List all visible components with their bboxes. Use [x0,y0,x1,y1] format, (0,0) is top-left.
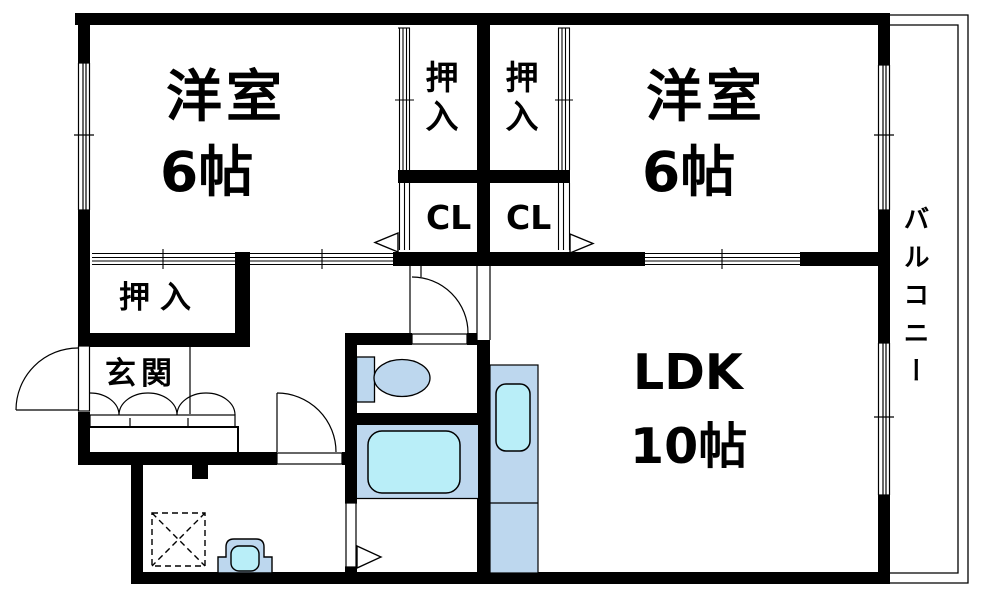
cl-right-label: CL [506,198,552,237]
cl-left-opening [398,183,411,250]
wall-right-lower [878,495,890,584]
entrance-door [15,345,91,412]
wall-closet-divider [477,25,490,263]
door-threshold [276,452,343,465]
wall-cl-bottom [393,252,645,266]
wall-oshiire-cl-divider [398,170,570,183]
bedroom1-size-label: 6帖 [160,140,254,204]
sliding-door-bedroom1-hall [250,249,393,269]
wall-bath-divider [357,413,478,425]
fixtures [151,356,539,574]
oshiire-side-label: 押入 [119,280,201,316]
door-swing-arc [15,347,79,411]
bedroom1-name-label: 洋室 [166,65,286,130]
wall-top [75,13,890,25]
wall-toilet-west-lower [345,567,357,583]
sliding-door-oshiire-top-left [395,27,414,170]
shoe-cabinet-icon [87,392,239,456]
wall-oshiire-bottom [78,333,250,347]
sliding-door-oshiire-top-right [555,27,573,170]
balcony-railing-outer [890,14,969,584]
washbasin-icon [217,538,273,574]
walls [75,13,890,584]
ldk-name-label: LDK [633,344,743,401]
hinged-doors [15,264,491,570]
wall-right-upper [878,13,890,65]
wall-kitchen [477,340,490,573]
bathtub-icon [357,425,478,500]
washroom-door [276,392,343,465]
balcony-label: バルコニー [899,205,929,395]
sliding-door-oshiire-side [92,249,235,269]
cl-right-opening [557,183,571,250]
oshiire-top-right-label: 押入 [500,60,539,138]
wall-left-upper [78,25,90,63]
door-direction-triangle [356,544,383,570]
cl-right-triangle [569,232,595,255]
bathroom-folding-door [345,502,383,570]
wall-toilet-north-b [467,333,477,345]
window-ldk-east [874,342,894,496]
wall-washroom-west [131,462,143,583]
wall-oshiire-east [235,252,250,347]
ldk-size-label: 10帖 [630,418,748,475]
balcony-railing [890,14,969,584]
wall-bottom [131,572,890,584]
door-threshold [411,333,468,345]
wall-left-mid [78,210,90,345]
sliding-door-bedroom2-ldk [645,249,800,269]
wall-genkan-south [78,452,277,465]
wall-toilet-north-a [345,333,412,345]
cl-direction-markers [373,231,595,255]
window-bedroom1-west [74,62,94,211]
cl-left-triangle [373,231,399,254]
wall-room2-bottom-east [800,252,890,266]
kitchen-counter-sink-icon [489,364,539,574]
wall-right-mid [878,210,890,343]
window-bedroom2-east [874,64,894,211]
cl-left-label: CL [426,198,472,237]
door-swing-arc [276,392,337,453]
wall-toilet-west [345,333,357,503]
windows [74,62,894,496]
door-leaf [409,264,422,333]
balcony-railing-inner [890,24,959,574]
toilet-door [409,264,491,345]
sliding-doors [92,27,800,269]
bedroom2-name-label: 洋室 [646,65,766,130]
wall-stub [192,463,208,479]
genkan-label: 玄関 [105,356,177,392]
genkan-area [87,347,239,456]
bedroom2-size-label: 6帖 [642,140,736,204]
door-swing-arc [411,276,469,334]
toilet-icon [355,356,431,403]
oshiire-top-left-label: 押入 [420,60,459,138]
washing-machine-pan-icon [151,512,206,567]
